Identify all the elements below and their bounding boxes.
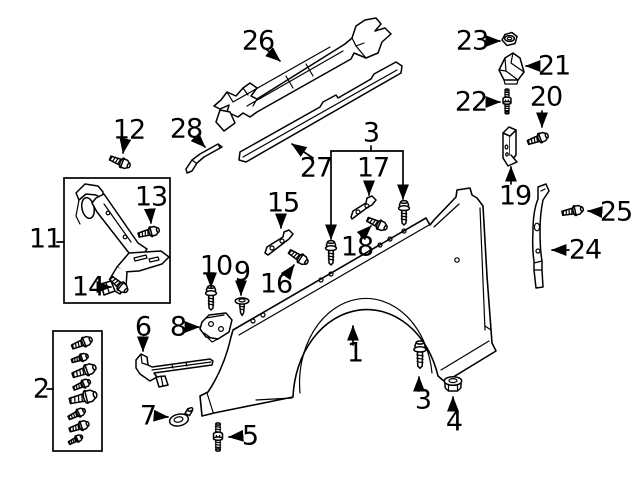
fender-flange-holes: [250, 228, 460, 324]
part-8-bracket: [199, 312, 233, 343]
box-part-11: [63, 177, 171, 304]
part-6-rail: [135, 353, 214, 388]
part-15-bracket: [264, 229, 294, 256]
box-part-2: [52, 330, 103, 452]
part-1-fender: [199, 187, 497, 417]
part-28-bracket: [185, 143, 223, 174]
part-27-strip: [238, 61, 403, 163]
callout-arrows: [46, 35, 603, 442]
part-19-bracket: [502, 126, 518, 167]
part-21-bumper: [498, 52, 525, 85]
part-9-screw: [234, 297, 250, 317]
part-26-reinforcement: [213, 17, 392, 132]
part-24-brace: [531, 183, 550, 289]
part-4-grommet: [443, 375, 463, 392]
part-7-fastener: [168, 407, 194, 427]
part-23-nut: [501, 31, 518, 47]
part-17-bracket: [350, 195, 377, 220]
